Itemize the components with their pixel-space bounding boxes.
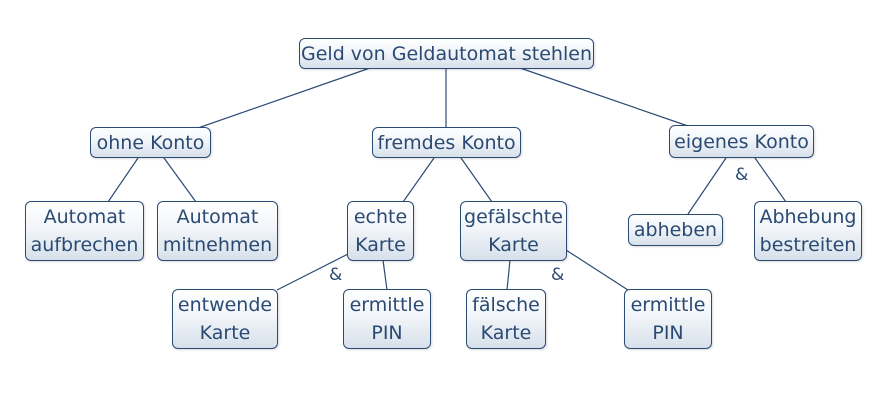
node-ohne-konto: ohne Konto [90,127,211,158]
node-echte-karte: echte Karte [347,201,414,261]
link-gefaelscht-faelsche [506,259,511,291]
node-fremdes-konto: fremdes Konto [372,127,521,158]
node-ermittle-pin-2-line1: ermittle [630,294,706,316]
node-echte-karte-line1: echte [353,206,408,228]
node-automat-aufbrechen-line2: aufbrechen [30,234,139,256]
node-gefaelschte-karte: gefälschte Karte [460,201,567,261]
node-ermittle-pin-1: ermittle PIN [343,289,431,349]
node-ohne-konto-label: ohne Konto [96,131,205,154]
link-gefaelscht-pin [565,249,629,291]
node-abhebung-bestreiten-line1: Abhebung [759,206,857,228]
node-faelsche-karte: fälsche Karte [466,289,546,349]
link-root-eigenes-konto [519,67,689,127]
link-eigenes-bestreiten [754,157,787,203]
node-abhebung-bestreiten-line2: bestreiten [759,234,857,256]
link-echte-pin [382,259,388,291]
node-eigenes-konto: eigenes Konto [669,125,814,158]
node-abhebung-bestreiten: Abhebung bestreiten [754,201,862,261]
and-marker-gefaelschte-karte: & [551,265,565,285]
node-ermittle-pin-1-line2: PIN [371,322,403,344]
link-eigenes-abheben [687,157,727,215]
node-entwende-karte-line1: entwende [177,294,273,316]
node-ermittle-pin-1-line1: ermittle [349,294,425,316]
node-echte-karte-line2: Karte [355,234,406,256]
node-automat-mitnehmen-line2: mitnehmen [162,234,273,256]
node-automat-mitnehmen-line1: Automat [176,206,259,228]
and-marker-echte-karte: & [329,265,343,285]
node-automat-mitnehmen: Automat mitnehmen [157,201,278,261]
node-faelsche-karte-line1: fälsche [472,294,540,316]
link-ohne-aufbrechen [107,157,139,203]
link-ohne-mitnehmen [163,157,197,203]
link-echte-entwende [276,251,353,291]
and-marker-eigenes-konto: & [735,165,749,185]
node-automat-aufbrechen-line1: Automat [43,206,126,228]
node-eigenes-konto-label: eigenes Konto [674,130,809,153]
node-abheben-label: abheben [633,219,718,241]
node-automat-aufbrechen: Automat aufbrechen [25,201,144,261]
link-root-ohne-konto [197,67,371,129]
node-ermittle-pin-2-line2: PIN [652,322,684,344]
link-fremdes-gefaelscht [460,157,493,203]
node-gefaelschte-karte-line2: Karte [488,234,539,256]
node-ermittle-pin-2: ermittle PIN [624,289,712,349]
node-faelsche-karte-line2: Karte [480,322,532,344]
node-fremdes-konto-label: fremdes Konto [377,131,516,154]
node-abheben: abheben [628,214,723,246]
node-root: Geld von Geldautomat stehlen [299,38,594,69]
node-entwende-karte-line2: Karte [199,322,251,344]
node-root-label: Geld von Geldautomat stehlen [301,42,592,65]
node-entwende-karte: entwende Karte [172,289,278,349]
link-fremdes-echte [402,157,435,203]
node-gefaelschte-karte-line1: gefälschte [464,206,563,228]
